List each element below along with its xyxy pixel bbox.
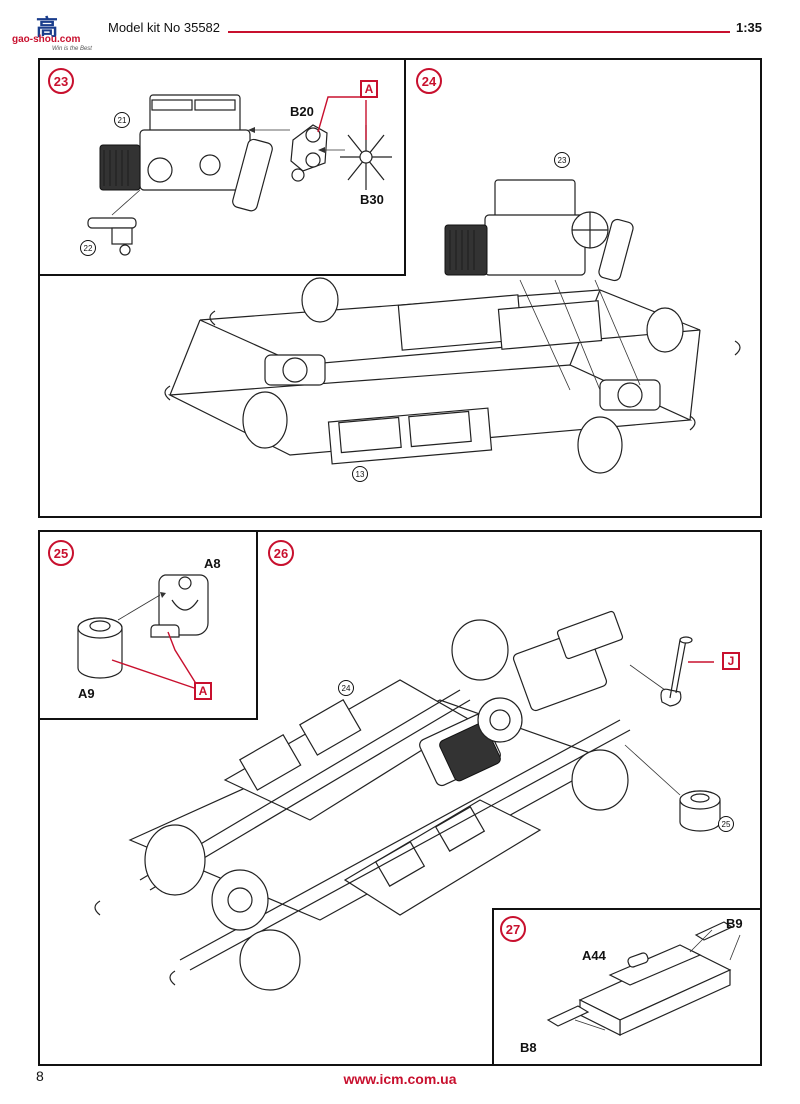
part-label-b20: B20	[290, 104, 314, 119]
glue-tag-a: A	[360, 80, 378, 98]
glue-tag-a: A	[194, 682, 212, 700]
subassembly-13-badge: 13	[352, 466, 368, 482]
model-kit-title: Model kit No 35582	[108, 20, 221, 35]
subassembly-21-badge: 21	[114, 112, 130, 128]
subassembly-25-badge: 25	[718, 816, 734, 832]
part-label-b9: B9	[726, 916, 743, 931]
bellows-drawing-step-25	[77, 574, 209, 691]
part-label-a9: A9	[78, 686, 95, 701]
step-27-number: 27	[500, 916, 526, 942]
logo-slogan: Win is the Best	[52, 46, 92, 52]
subassembly-23-badge: 23	[554, 152, 570, 168]
step-25-panel	[38, 530, 258, 720]
engine-drawing-step-23	[87, 94, 392, 256]
chassis-drawing-step-24	[164, 179, 741, 474]
step-26-number: 26	[268, 540, 294, 566]
header-divider	[228, 31, 730, 33]
part-label-a8: A8	[204, 556, 221, 571]
glue-tag-j: J	[722, 652, 740, 670]
step-24-number: 24	[416, 68, 442, 94]
part-label-b30: B30	[360, 192, 384, 207]
chassis-drawing-step-26	[94, 610, 721, 991]
step-25-number: 25	[48, 540, 74, 566]
footer-website-link[interactable]: www.icm.com.ua	[343, 1071, 457, 1087]
logo-chinese-text: 高	[36, 16, 59, 41]
part-label-b8: B8	[520, 1040, 537, 1055]
subassembly-24-badge: 24	[338, 680, 354, 696]
logo-url-text: gao-shou.com	[12, 34, 81, 45]
toolbox-drawing-step-27	[546, 921, 741, 1036]
page-number: 8	[36, 1068, 44, 1084]
site-logo: 高 gao-shou.com Win is the Best	[6, 6, 102, 52]
part-label-a44: A44	[582, 948, 606, 963]
subassembly-22-badge: 22	[80, 240, 96, 256]
scale-label: 1:35	[736, 20, 763, 35]
step-23-number: 23	[48, 68, 74, 94]
